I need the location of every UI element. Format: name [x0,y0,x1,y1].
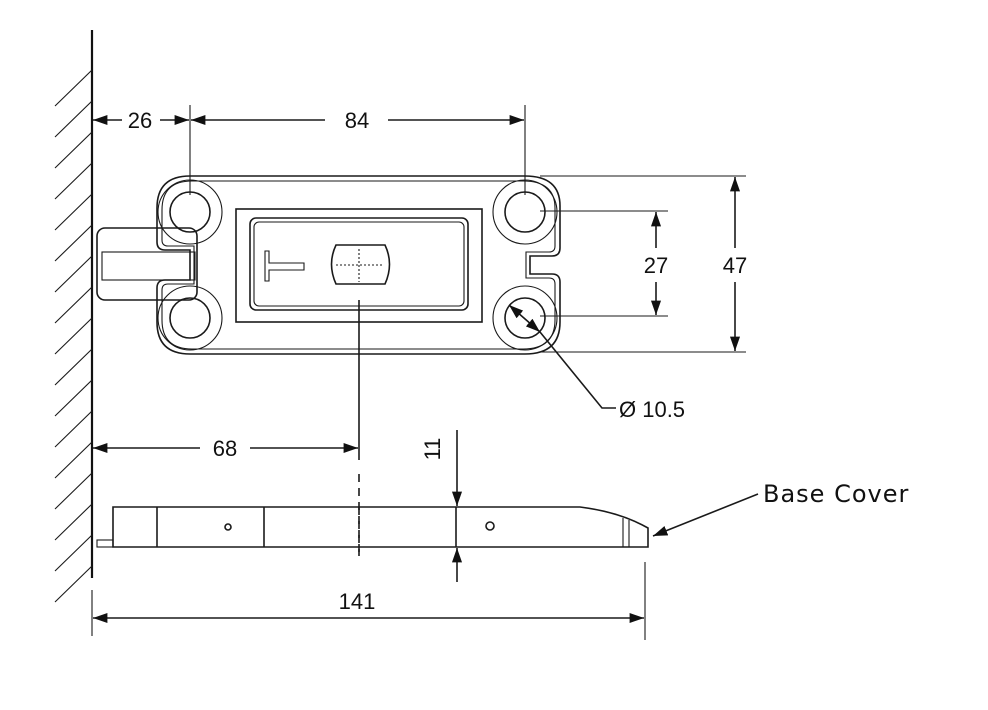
wall-hatch-line [54,193,93,231]
wall-hatch-line [54,100,93,138]
wall-hatch-line [54,255,93,293]
dimension-84-label: 84 [345,108,369,133]
wall-hatch-line [54,565,93,603]
dimension-47: 47 [540,175,747,353]
wall-hatch-line [54,410,93,448]
dimension-27: 27 [540,210,668,317]
dimension-68: 68 [93,436,358,461]
mounting-hole-bottom-right [492,285,558,351]
wall-hatch-line [54,441,93,479]
wall-hatch-line [54,317,93,355]
dimension-141: 141 [91,562,646,640]
mounting-hole-bottom-left [157,285,223,351]
dimension-diameter-label: Ø 10.5 [619,397,685,422]
wall [54,30,94,603]
dimension-26-label: 26 [128,108,152,133]
dimension-47-label: 47 [723,253,747,278]
dimension-26: 26 [93,105,526,195]
base-cover-callout: Base Cover [652,480,909,537]
t-symbol [264,250,305,282]
key-slot [330,244,391,285]
wall-hatch-line [54,286,93,324]
wall-hatch-line [54,348,93,386]
dimension-84: 84 [191,108,524,133]
top-view-plate [96,175,561,556]
dimension-68-label: 68 [213,436,237,461]
base-cover-label: Base Cover [763,480,909,508]
wall-hatch-line [54,379,93,417]
wall-hatch-line [54,131,93,169]
dimension-11-label: 11 [420,438,445,461]
wall-hatch-line [54,162,93,200]
dimension-diameter: Ø 10.5 [508,304,685,422]
side-view [96,506,649,556]
mounting-tab [96,227,198,301]
dimension-11: 11 [420,430,463,582]
wall-hatch-line [54,69,93,107]
dimension-27-label: 27 [644,253,668,278]
dimension-141-label: 141 [339,589,376,614]
wall-hatch-line [54,224,93,262]
wall-hatch-line [54,503,93,541]
wall-hatch-line [54,534,93,572]
wall-hatch-line [54,472,93,510]
